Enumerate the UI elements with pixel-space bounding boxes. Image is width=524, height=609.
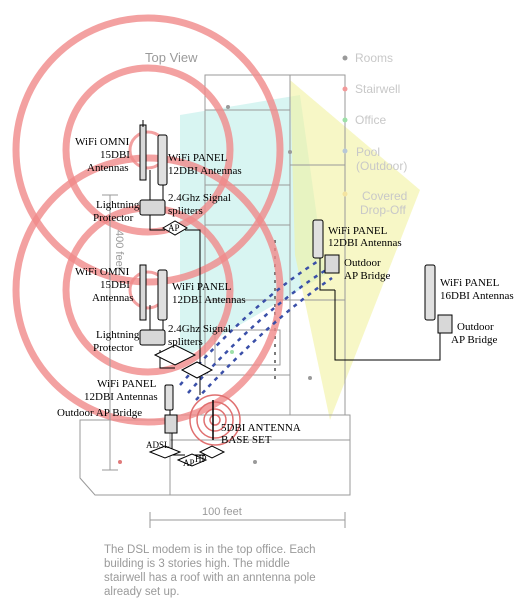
omni-antenna-top: [139, 120, 147, 181]
splitter-mid-label-1: 2.4Ghz Signal: [168, 323, 231, 335]
dimension-vertical: 400 feet: [102, 194, 125, 471]
panel-top-label-2: 12DBI Antennas: [168, 165, 242, 177]
legend-rooms-label: Rooms: [355, 51, 393, 65]
omni-mid-label-1: WiFi OMNI: [75, 266, 130, 278]
hp-device: [198, 445, 226, 459]
outdoor-ap-bridge-low: [164, 414, 178, 434]
outdoor-ap-bridge-right1: [324, 254, 340, 274]
base-antenna-rings: [189, 394, 241, 446]
legend: Rooms Stairwell Office Pool (Outdoor) Co…: [342, 51, 407, 217]
lightning-mid-label-2: Protector: [93, 342, 134, 354]
legend-office-swatch: [342, 117, 348, 123]
dimension-horizontal: 100 feet: [149, 506, 346, 528]
panel-antenna-low: [164, 384, 174, 411]
panel-r2-label-2: 16DBI Antennas: [440, 290, 514, 302]
splitter-mid-label-2: splitters: [168, 336, 203, 348]
outdoor-r1-label-2: AP Bridge: [344, 270, 390, 282]
panel-r2-label-1: WiFi PANEL: [440, 277, 500, 289]
outdoor-r2-label-2: AP Bridge: [451, 334, 497, 346]
splitter-mid-box: [153, 344, 197, 366]
hp-label: HP: [195, 454, 207, 464]
omni-coverage-rings: [12, 14, 284, 426]
lightning-protector-top: [139, 199, 166, 216]
panel-low-label-2: 12DBI Antennas: [84, 391, 158, 403]
caption-line-2: building is 3 stories high. The middle: [104, 558, 290, 570]
coverage-beam-yellow: [290, 80, 420, 420]
outdoor-ap-bridge-right2: [437, 314, 453, 334]
ap-base-device: [176, 453, 208, 467]
splitter-top-label-1: 2.4Ghz Signal: [168, 192, 231, 204]
legend-office-label: Office: [355, 113, 386, 127]
outdoor-r1-label-1: Outdoor: [344, 257, 381, 269]
panel-top-label-1: WiFi PANEL: [168, 152, 228, 164]
view-title: Top View: [145, 50, 198, 65]
relay-box: [180, 361, 214, 379]
legend-pool-label: Pool: [356, 145, 380, 159]
panel-antenna-right1: [312, 219, 324, 259]
adsl-modem: [148, 445, 182, 459]
base-label-1: 5DBI ANTENNA: [221, 422, 301, 434]
panel-antenna-right2: [424, 264, 436, 321]
caption-line-1: The DSL modem is in the top office. Each: [104, 544, 316, 556]
legend-dropoff-label-2: Drop-Off: [360, 203, 406, 217]
legend-dropoff-label: Covered: [362, 189, 407, 203]
outdoor-r2-label-1: Outdoor: [457, 321, 494, 333]
wireless-signal-arcs: [179, 258, 333, 401]
ap-base-label: AP: [183, 458, 195, 468]
omni-top-label-3: Antennas: [87, 162, 129, 174]
lightning-protector-mid: [139, 329, 166, 346]
panel-low-label-1: WiFi PANEL: [97, 378, 157, 390]
legend-pool-swatch: [342, 148, 348, 154]
legend-stairwell-label: Stairwell: [355, 82, 400, 96]
adsl-label: ADSL: [146, 440, 170, 450]
splitter-top-label-2: splitters: [168, 205, 203, 217]
dim-horizontal-label: 100 feet: [202, 506, 242, 518]
omni-mid-label-2: 15DBI: [100, 279, 130, 291]
panel-r1-label-2: 12DBI Antennas: [328, 237, 402, 249]
legend-stairwell-swatch: [342, 86, 348, 92]
legend-pool-label-2: (Outdoor): [356, 159, 407, 173]
omni-antenna-mid: [139, 264, 147, 321]
annotations: WiFi OMNI 15DBI Antennas WiFi PANEL 12DB…: [57, 136, 514, 468]
panel-r1-label-1: WiFi PANEL: [328, 225, 388, 237]
panel-antenna-mid: [157, 269, 168, 321]
panel-mid-label-2: 12DBI Antennas: [172, 294, 246, 306]
omni-top-label-1: WiFi OMNI: [75, 136, 130, 148]
lightning-top-label-1: Lightning: [96, 199, 140, 211]
caption: The DSL modem is in the top office. Each…: [104, 544, 316, 598]
omni-mid-label-3: Antennas: [92, 292, 134, 304]
omni-top-label-2: 15DBI: [100, 149, 130, 161]
legend-rooms-swatch: [342, 55, 348, 61]
dim-vertical-label: 400 feet: [113, 230, 125, 270]
cables: [149, 170, 441, 456]
base-label-2: BASE SET: [221, 434, 272, 446]
room-dots: [118, 105, 312, 464]
caption-line-3: stairwell has a roof with an anntenna po…: [104, 572, 316, 584]
caption-line-4: already set up.: [104, 586, 179, 598]
lightning-top-label-2: Protector: [93, 212, 134, 224]
outdoor-low-label: Outdoor AP Bridge: [57, 407, 142, 419]
panel-antenna-top: [157, 134, 168, 186]
ap-top-box: AP: [162, 220, 188, 236]
legend-dropoff-swatch: [342, 191, 348, 197]
panel-mid-label-1: WiFi PANEL: [172, 281, 232, 293]
lightning-mid-label-1: Lightning: [96, 329, 140, 341]
ap-top-label: AP: [168, 223, 180, 233]
